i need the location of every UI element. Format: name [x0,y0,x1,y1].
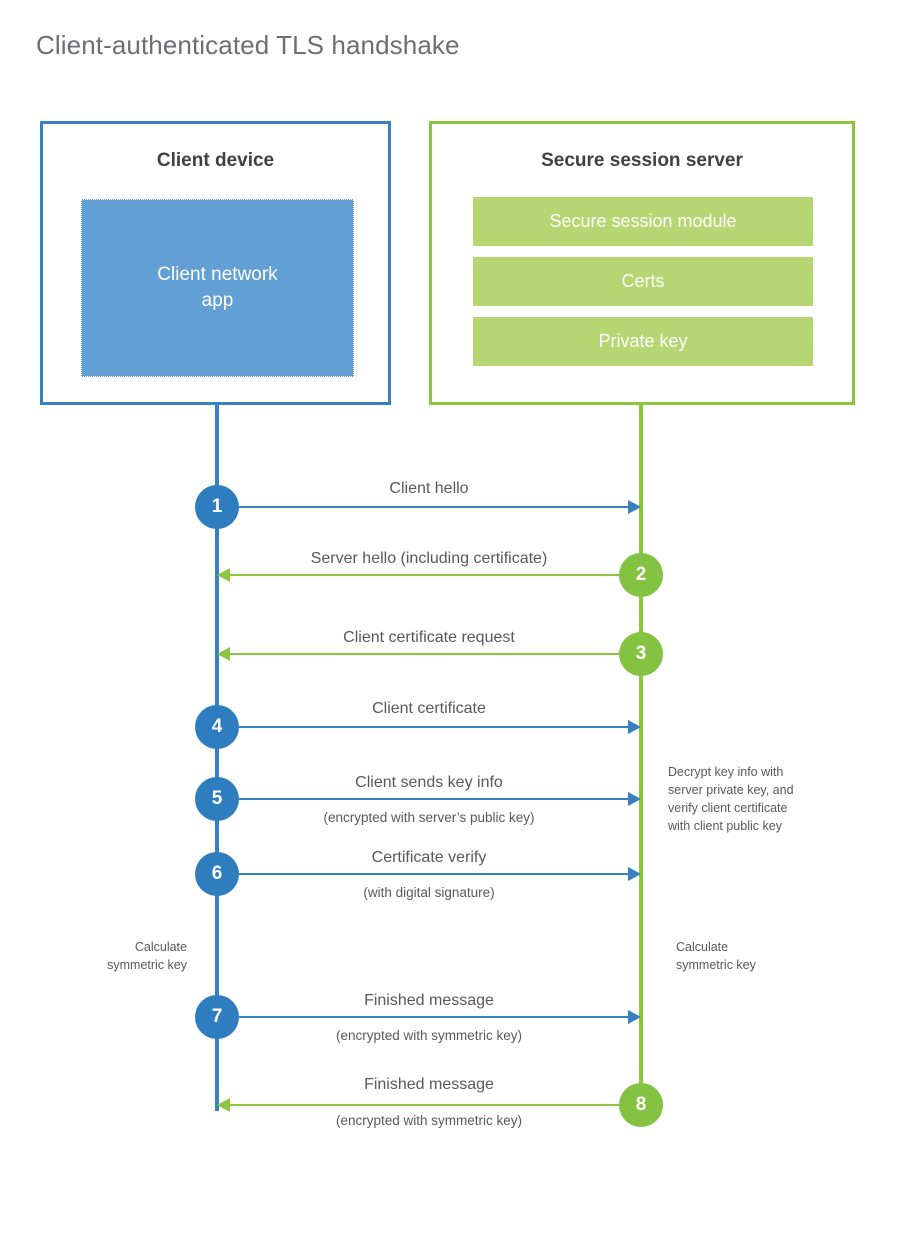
step-8-arrow-head-left-icon [217,1098,230,1112]
step-4-label: Client certificate [372,700,486,717]
step-3-label: Client certificate request [343,629,515,646]
step-8-label: Finished message [364,1076,494,1093]
step-8-sublabel: (encrypted with symmetric key) [335,1113,523,1128]
server-service-item: Secure session module [473,197,813,246]
step-2-arrow-line [230,574,621,576]
server-service-item: Certs [473,257,813,306]
step-marker-3: 3 [619,632,663,676]
step-marker-6: 6 [195,852,239,896]
page-title: Client-authenticated TLS handshake [36,30,460,60]
step-1-arrow-head-right-icon [628,500,641,514]
secure-session-server-title: Secure session server [541,150,743,171]
step-3-arrow-line [230,653,621,655]
step-7-arrow-line [239,1016,629,1018]
step-marker-5: 5 [195,777,239,821]
step-marker-7: 7 [195,995,239,1039]
step-number: 5 [211,788,223,809]
client-device-title: Client device [156,150,275,171]
server-decrypt-annotation: Decrypt key info with server private key… [668,765,794,834]
step-5-label: Client sends key info [355,774,503,791]
step-2-arrow-head-left-icon [217,568,230,582]
step-5-arrow-head-right-icon [628,792,641,806]
secure-session-server-box: Secure session server Secure session mod… [429,121,855,405]
step-marker-4: 4 [195,705,239,749]
step-6-label: Certificate verify [371,849,487,866]
step-number: 8 [635,1094,647,1115]
step-marker-2: 2 [619,553,663,597]
step-7-label: Finished message [364,992,494,1009]
client-lifeline [215,404,219,1111]
step-2-label: Server hello (including certificate) [310,550,548,567]
step-number: 7 [211,1006,223,1027]
step-4-arrow-line [239,726,629,728]
step-7-arrow-head-right-icon [628,1010,641,1024]
server-calculate-symmetric-key-annotation: Calculate symmetric key [676,940,756,973]
step-marker-8: 8 [619,1083,663,1127]
step-6-arrow-head-right-icon [628,867,641,881]
server-service-list: Secure session module Certs Private key [473,197,813,377]
step-6-sublabel: (with digital signature) [363,885,495,900]
step-number: 2 [635,564,647,585]
server-lifeline [639,404,643,1105]
step-number: 6 [211,863,223,884]
step-3-arrow-head-left-icon [217,647,230,661]
server-service-item: Private key [473,317,813,366]
client-calculate-symmetric-key-annotation: Calculate symmetric key [107,940,187,973]
step-7-sublabel: (encrypted with symmetric key) [335,1028,523,1043]
step-marker-1: 1 [195,485,239,529]
step-5-arrow-line [239,798,629,800]
step-number: 1 [211,496,223,517]
step-8-arrow-line [230,1104,621,1106]
client-network-app-block: Client network app [81,199,354,377]
step-6-arrow-line [239,873,629,875]
step-4-arrow-head-right-icon [628,720,641,734]
step-number: 3 [635,643,647,664]
step-1-arrow-line [239,506,629,508]
step-1-label: Client hello [389,480,469,497]
client-device-box: Client device Client network app [40,121,391,405]
step-5-sublabel: (encrypted with server’s public key) [323,810,535,825]
step-number: 4 [211,716,223,737]
